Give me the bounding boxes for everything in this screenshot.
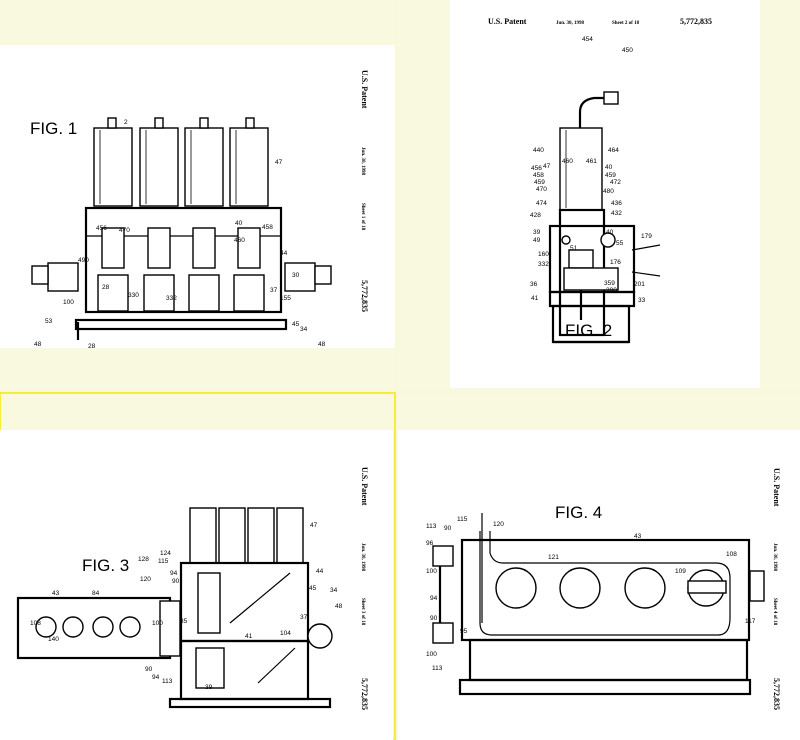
svg-text:40: 40 [606, 229, 614, 236]
header-title: U.S. Patent [360, 467, 369, 506]
svg-text:428: 428 [530, 212, 541, 219]
svg-text:440: 440 [533, 147, 544, 154]
sheet-header: U.S. Patent Jun. 30, 1998 Sheet 4 of 18 … [772, 468, 781, 710]
svg-text:474: 474 [536, 200, 547, 207]
svg-text:117: 117 [745, 618, 756, 625]
svg-text:100: 100 [426, 651, 437, 658]
svg-text:330: 330 [128, 292, 139, 299]
header-title: U.S. Patent [772, 468, 781, 507]
svg-text:115: 115 [457, 516, 468, 523]
svg-text:461: 461 [586, 158, 597, 165]
svg-text:128: 128 [138, 556, 149, 563]
svg-text:43: 43 [52, 590, 60, 597]
svg-text:450: 450 [622, 47, 633, 54]
header-number: 5,772,835 [360, 678, 369, 710]
svg-text:436: 436 [611, 200, 622, 207]
svg-text:332: 332 [538, 261, 549, 268]
svg-text:90: 90 [172, 578, 180, 585]
svg-text:160: 160 [538, 251, 549, 258]
svg-text:108: 108 [726, 551, 737, 558]
svg-text:200: 200 [606, 287, 617, 294]
header-sheet: Sheet 3 of 18 [360, 598, 365, 626]
svg-text:100: 100 [426, 568, 437, 575]
svg-text:95: 95 [460, 628, 468, 635]
svg-text:47: 47 [310, 522, 318, 529]
svg-text:33: 33 [638, 297, 646, 304]
svg-text:39: 39 [533, 229, 541, 236]
svg-text:90: 90 [444, 525, 452, 532]
svg-text:37: 37 [300, 614, 308, 621]
svg-text:432: 432 [611, 210, 622, 217]
svg-text:109: 109 [675, 568, 686, 575]
svg-text:45: 45 [309, 585, 317, 592]
svg-text:90: 90 [430, 615, 438, 622]
fig1-lower-labels: 28 28 164 330 332 236 41 38 37 155 164 2… [0, 0, 395, 390]
svg-text:94: 94 [170, 570, 178, 577]
header-date: Jun. 30, 1998 [360, 543, 365, 572]
svg-text:100: 100 [152, 620, 163, 627]
figure-label: FIG. 3 [82, 556, 129, 575]
sheet-header: U.S. Patent Jun. 30, 1998 Sheet 3 of 18 … [360, 467, 369, 710]
svg-text:96: 96 [426, 540, 434, 547]
patent-sheet-4-thumbnail[interactable]: FIG. 4 U.S. Patent Jun. 30, 1998 Sheet 4… [398, 393, 800, 740]
fig4-drawing: FIG. 4 U.S. Patent Jun. 30, 1998 Sheet 4… [398, 393, 800, 740]
svg-text:480: 480 [603, 188, 614, 195]
svg-text:39: 39 [205, 684, 213, 691]
svg-text:108: 108 [30, 620, 41, 627]
svg-text:179: 179 [641, 233, 652, 240]
svg-text:456: 456 [531, 165, 542, 172]
svg-text:94: 94 [430, 595, 438, 602]
reference-numerals: 28 28 164 330 332 236 41 38 37 155 164 2… [88, 284, 291, 390]
svg-text:35: 35 [180, 618, 188, 625]
svg-text:155: 155 [280, 295, 291, 302]
svg-text:40: 40 [605, 164, 613, 171]
svg-text:121: 121 [548, 554, 559, 561]
svg-text:140: 140 [48, 636, 59, 643]
svg-text:36: 36 [530, 281, 538, 288]
fig3-drawing: FIG. 3 U.S. Patent Jun. 30, 1998 Sheet 3… [0, 393, 395, 740]
svg-text:104: 104 [280, 630, 291, 637]
svg-text:464: 464 [608, 147, 619, 154]
svg-text:94: 94 [152, 674, 160, 681]
svg-text:37: 37 [270, 287, 278, 294]
svg-text:49: 49 [533, 237, 541, 244]
svg-text:51: 51 [570, 245, 578, 252]
svg-text:113: 113 [426, 523, 437, 530]
svg-text:120: 120 [493, 521, 504, 528]
svg-text:459: 459 [605, 172, 616, 179]
svg-text:470: 470 [536, 186, 547, 193]
svg-text:459: 459 [534, 179, 545, 186]
header-date: Jun. 30, 1998 [772, 543, 777, 572]
svg-text:90: 90 [145, 666, 153, 673]
figure-label: FIG. 4 [555, 503, 602, 522]
svg-text:113: 113 [162, 678, 173, 685]
svg-text:332: 332 [166, 295, 177, 302]
svg-text:454: 454 [582, 36, 593, 43]
svg-text:41: 41 [245, 633, 253, 640]
svg-text:458: 458 [533, 172, 544, 179]
svg-text:55: 55 [616, 240, 624, 247]
svg-text:176: 176 [610, 259, 621, 266]
svg-text:460: 460 [562, 158, 573, 165]
svg-text:84: 84 [92, 590, 100, 597]
svg-text:359: 359 [604, 280, 615, 287]
svg-text:115: 115 [158, 558, 169, 565]
svg-text:44: 44 [316, 568, 324, 575]
fig2-lower-chamber: 454 450 47 440 464 460 461 456 458 459 4… [398, 0, 800, 390]
patent-sheet-3-thumbnail[interactable]: FIG. 3 U.S. Patent Jun. 30, 1998 Sheet 3… [0, 393, 395, 740]
svg-text:47: 47 [543, 163, 551, 170]
svg-text:120: 120 [140, 576, 151, 583]
svg-text:472: 472 [610, 179, 621, 186]
header-number: 5,772,835 [772, 678, 781, 710]
svg-text:48: 48 [335, 603, 343, 610]
svg-text:28: 28 [102, 284, 110, 291]
svg-text:41: 41 [531, 295, 539, 302]
header-sheet: Sheet 4 of 18 [772, 598, 777, 626]
svg-text:201: 201 [634, 281, 645, 288]
svg-text:34: 34 [330, 587, 338, 594]
svg-text:124: 124 [160, 550, 171, 557]
svg-text:43: 43 [634, 533, 642, 540]
svg-text:113: 113 [432, 665, 443, 672]
